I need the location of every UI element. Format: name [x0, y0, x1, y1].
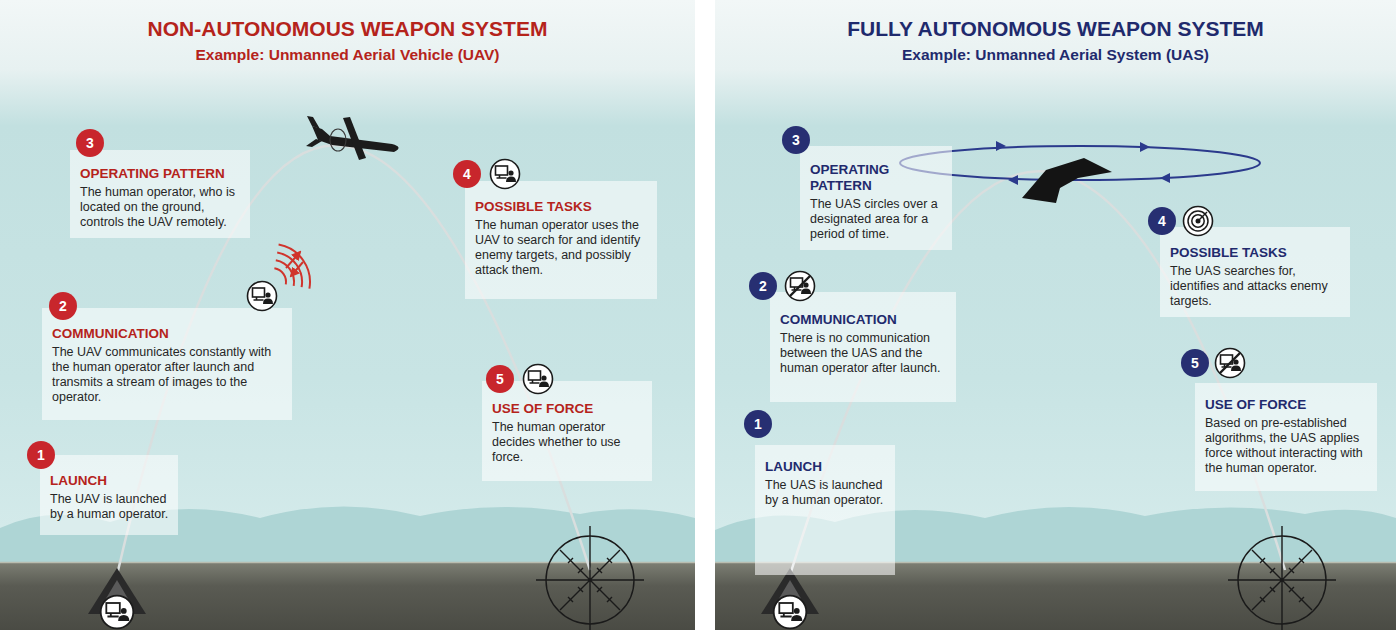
downlink-arrow: [291, 262, 303, 276]
box-body: There is no communication between the UA…: [780, 331, 948, 376]
ground-band: [0, 562, 695, 630]
orbit-arrow: [1140, 142, 1150, 152]
crosshair-lines: [1228, 526, 1336, 630]
info-box: 4POSSIBLE TASKSThe UAS searches for, ide…: [1160, 227, 1350, 317]
ground-edge: [0, 562, 695, 564]
panel-title: FULLY AUTONOMOUS WEAPON SYSTEM: [715, 17, 1396, 41]
orbit-arrow: [1160, 173, 1170, 183]
operator-icon: [101, 596, 134, 629]
orbit-arrow: [996, 141, 1006, 151]
no-operator-icon: [1216, 349, 1245, 378]
orbit-arrow: [1008, 175, 1018, 185]
station-tower-inner: [777, 580, 803, 602]
system-panel: NON-AUTONOMOUS WEAPON SYSTEM Example: Unm…: [0, 0, 695, 630]
box-body: The UAV is launched by a human operator.: [50, 492, 170, 522]
wave-arc: [279, 245, 310, 289]
box-heading: USE OF FORCE: [492, 401, 644, 417]
info-box: 3OPERATING PATTERNThe UAS circles over a…: [800, 146, 952, 250]
operator-icon: [774, 596, 807, 629]
system-panel: FULLY AUTONOMOUS WEAPON SYSTEM Example: U…: [715, 0, 1396, 630]
wave-arc: [274, 268, 286, 284]
drone-tail: [306, 116, 322, 147]
box-heading: POSSIBLE TASKS: [1170, 245, 1342, 261]
target-icon: [1184, 207, 1213, 236]
box-body: The UAS is launched by a human operator.: [765, 478, 887, 508]
target-crosshair: [1228, 526, 1336, 630]
info-box: 1LAUNCHThe UAS is launched by a human op…: [755, 445, 895, 575]
box-heading: USE OF FORCE: [1205, 397, 1369, 413]
info-box: 5USE OF FORCEThe human operator decides …: [482, 381, 652, 481]
target-crosshair: [536, 526, 644, 630]
info-box: 5USE OF FORCEBased on pre-established al…: [1195, 383, 1377, 491]
info-box: 3OPERATING PATTERNThe human operator, wh…: [70, 150, 250, 238]
box-body: The UAV communicates constantly with the…: [52, 345, 284, 405]
drone-ring: [330, 129, 346, 151]
right-panel-background: [715, 0, 1396, 630]
box-body: Based on pre-established algorithms, the…: [1205, 416, 1369, 476]
box-body: The human operator uses the UAV to searc…: [475, 218, 649, 278]
uav-drone: [306, 116, 399, 160]
callout-number: 1: [744, 410, 772, 438]
crosshair-ticks: [1260, 558, 1304, 602]
panel-subtitle: Example: Unmanned Aerial System (UAS): [715, 45, 1396, 64]
box-heading: POSSIBLE TASKS: [475, 199, 649, 215]
box-heading: OPERATING PATTERN: [810, 162, 944, 194]
info-box: 4POSSIBLE TASKSThe human operator uses t…: [465, 181, 657, 299]
ground-station: [88, 568, 146, 614]
info-box: 1LAUNCHThe UAV is launched by a human op…: [40, 455, 178, 535]
sky-band: [715, 0, 1396, 630]
box-heading: LAUNCH: [50, 473, 170, 489]
box-body: The human operator, who is located on th…: [80, 185, 242, 230]
callout-number: 3: [782, 126, 810, 154]
radio-waves: [274, 245, 310, 289]
callout-number: 2: [49, 292, 77, 320]
wave-arc: [276, 260, 294, 286]
station-tower: [88, 568, 146, 614]
box-heading: LAUNCH: [765, 459, 887, 475]
box-heading: OPERATING PATTERN: [80, 166, 242, 182]
callout-number: 5: [486, 365, 514, 393]
box-body: The human operator decides whether to us…: [492, 420, 644, 465]
uplink-arrow: [286, 252, 300, 268]
callout-number: 5: [1181, 349, 1209, 377]
panel-subtitle: Example: Unmanned Aerial Vehicle (UAV): [0, 45, 695, 64]
callout-number: 4: [1148, 207, 1176, 235]
operator-icon: [248, 282, 277, 311]
callout-number: 2: [749, 272, 777, 300]
box-heading: COMMUNICATION: [780, 312, 948, 328]
callout-number: 1: [27, 441, 55, 469]
crosshair-ticks: [568, 558, 612, 602]
left-panel-background: [0, 0, 695, 630]
wave-arc: [277, 253, 302, 288]
crosshair-lines: [536, 526, 644, 630]
info-box: 2COMMUNICATIONThe UAV communicates const…: [42, 308, 292, 420]
operator-icon: [491, 160, 520, 189]
box-body: The UAS circles over a designated area f…: [810, 197, 944, 242]
callout-number: 3: [76, 129, 104, 157]
no-operator-icon: [786, 272, 815, 301]
operator-icon: [524, 365, 553, 394]
uas-drone: [1022, 158, 1112, 203]
box-body: The UAS searches for, identifies and att…: [1170, 264, 1342, 309]
panel-title: NON-AUTONOMOUS WEAPON SYSTEM: [0, 17, 695, 41]
sky-band: [0, 0, 695, 630]
callout-number: 4: [453, 160, 481, 188]
box-heading: COMMUNICATION: [52, 326, 284, 342]
info-box: 2COMMUNICATIONThere is no communication …: [770, 292, 956, 402]
station-tower-inner: [104, 580, 130, 602]
